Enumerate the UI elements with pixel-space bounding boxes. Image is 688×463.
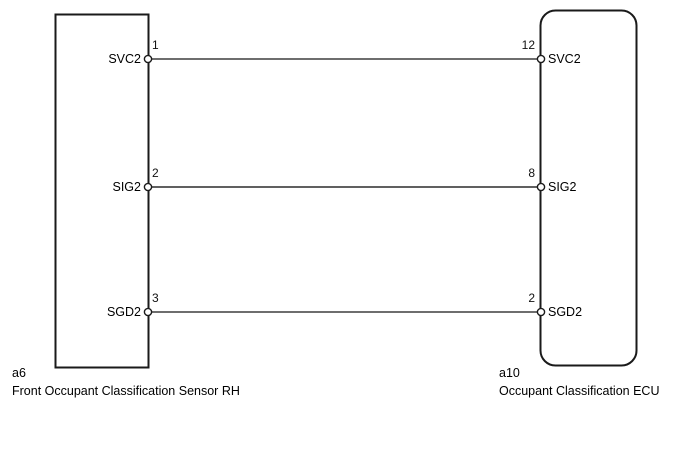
connector-name-right: Occupant Classification ECU [499,384,659,398]
terminal-label-left-svc2: SVC2 [108,52,141,66]
terminal-label-right-svc2: SVC2 [548,52,581,66]
connector-name-left: Front Occupant Classification Sensor RH [12,384,240,398]
terminal-right-pin-8[interactable] [536,182,546,192]
pin-number-left-3: 3 [152,291,159,305]
connector-code-right: a10 [499,366,520,380]
connector-code-left: a6 [12,366,26,380]
pin-number-right-2: 2 [528,291,535,305]
terminal-left-pin-1[interactable] [143,54,153,64]
terminal-label-right-sgd2: SGD2 [548,305,582,319]
terminal-left-pin-2[interactable] [143,182,153,192]
terminal-label-left-sgd2: SGD2 [107,305,141,319]
pin-number-right-8: 8 [528,166,535,180]
terminal-right-pin-2[interactable] [536,307,546,317]
terminal-label-left-sig2: SIG2 [113,180,142,194]
pin-number-right-12: 12 [522,38,536,52]
terminal-left-pin-3[interactable] [143,307,153,317]
connector-box-left [54,13,150,369]
terminal-label-right-sig2: SIG2 [548,180,577,194]
terminal-right-pin-12[interactable] [536,54,546,64]
pin-number-left-1: 1 [152,38,159,52]
pin-number-left-2: 2 [152,166,159,180]
